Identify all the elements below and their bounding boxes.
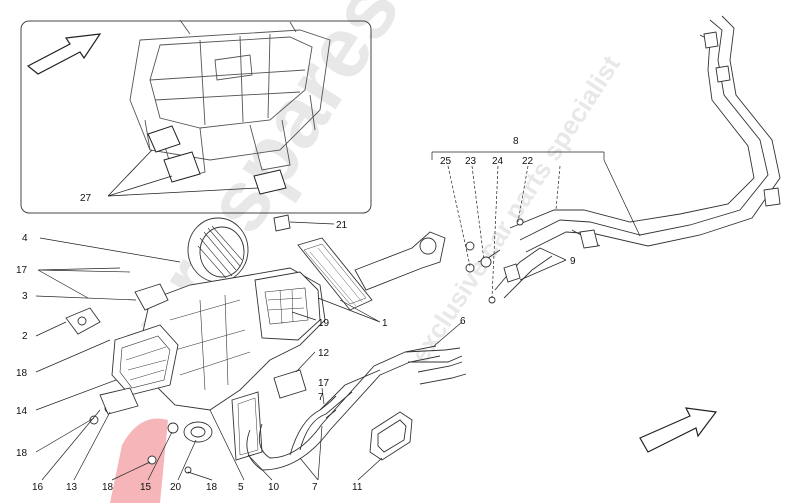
callout-17-right: 17 [318, 378, 330, 389]
callout-24: 24 [492, 156, 504, 167]
coolant-hoses [246, 345, 467, 471]
callout-25: 25 [440, 156, 452, 167]
callout-18-d: 18 [206, 482, 218, 493]
callouts: 4 17 3 2 18 14 18 16 13 18 15 20 18 5 10… [16, 136, 576, 493]
callout-15: 15 [140, 482, 152, 493]
callout-6: 6 [460, 316, 466, 327]
inset-panel: 27 [20, 19, 372, 214]
inset-pad [147, 125, 287, 195]
callout-2: 2 [22, 331, 28, 342]
pipe-fittings [465, 31, 781, 304]
callout-20: 20 [170, 482, 182, 493]
hvac-unit-drawing [65, 214, 446, 474]
callout-9: 9 [570, 256, 576, 267]
callout-21: 21 [336, 220, 348, 231]
leader-27 [107, 149, 259, 197]
callout-19: 19 [318, 318, 330, 329]
callout-16: 16 [32, 482, 44, 493]
callout-18-b: 18 [16, 448, 28, 459]
dashboard-drawing [129, 19, 331, 181]
callout-12: 12 [318, 348, 330, 359]
callout-18-c: 18 [102, 482, 114, 493]
callout-14: 14 [16, 406, 28, 417]
callout-7-lower: 7 [312, 482, 318, 493]
callout-5: 5 [238, 482, 244, 493]
callout-7-upper: 7 [318, 392, 324, 403]
watermark-logo [110, 418, 168, 503]
callout-18-a: 18 [16, 368, 28, 379]
callout-10: 10 [268, 482, 280, 493]
leader-lines [35, 151, 641, 481]
callout-3: 3 [22, 291, 28, 302]
callout-17-left: 17 [16, 265, 28, 276]
callout-23: 23 [465, 156, 477, 167]
gasket [369, 411, 413, 461]
callout-8: 8 [513, 136, 519, 147]
callout-22: 22 [522, 156, 534, 167]
blower-fan [187, 217, 249, 283]
callout-11: 11 [352, 482, 363, 493]
callout-4: 4 [22, 233, 28, 244]
arrow-icon [26, 33, 102, 75]
watermark-tagline: exclusive car parts specialist [405, 50, 626, 368]
callout-13: 13 [66, 482, 78, 493]
callout-27: 27 [80, 193, 92, 204]
callout-1: 1 [382, 318, 388, 329]
arrow-icon [639, 407, 718, 453]
